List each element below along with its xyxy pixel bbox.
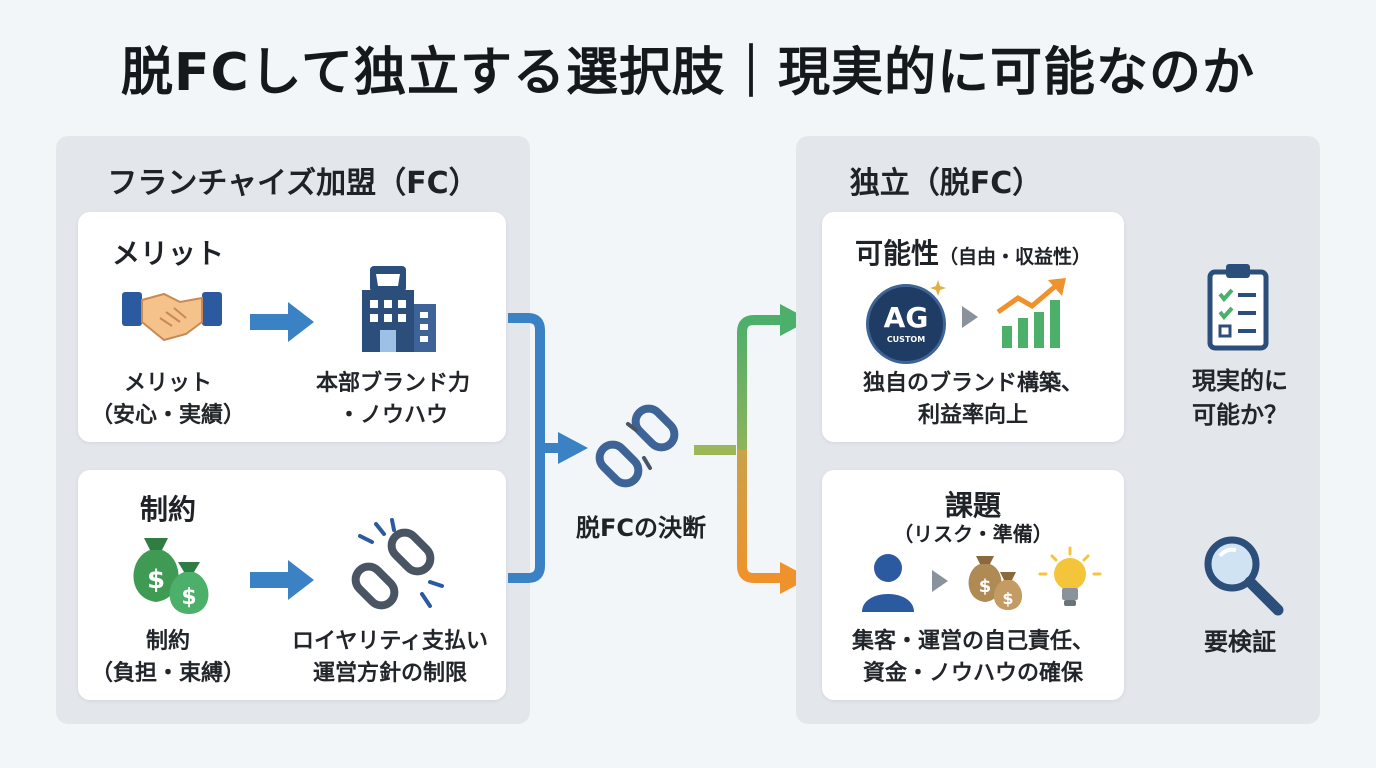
merit-label: メリット （安心・実績） (78, 368, 258, 432)
brand-power-label: 本部ブランド力 ・ノウハウ (288, 368, 498, 432)
challenge-label: 集客・運営の自己責任、 資金・ノウハウの確保 (822, 626, 1124, 690)
person-icon (862, 554, 914, 612)
svg-text:$: $ (147, 565, 165, 595)
fc-panel-title: フランチャイズ加盟（FC） (107, 166, 479, 201)
possibility-label: 独自のブランド構築、 利益率向上 (822, 368, 1124, 432)
royalty-line1: ロイヤリティ支払い (291, 629, 489, 654)
merit-label-line2: （安心・実績） (90, 403, 245, 428)
challenge-subtitle: （リスク・準備） (893, 522, 1053, 546)
challenge-title: 課題 (944, 489, 1001, 522)
clipboard-checklist-icon (1207, 264, 1269, 351)
possibility-title: 可能性（自由・収益性） (822, 232, 1124, 272)
svg-text:$: $ (1002, 589, 1013, 608)
merit-card-title: メリット (112, 237, 225, 270)
possibility-line1: 独自のブランド構築、 (862, 371, 1083, 396)
possibility-line2: 利益率向上 (917, 403, 1028, 428)
brand-power-line2: ・ノウハウ (337, 403, 448, 428)
arrow-right-icon (250, 560, 314, 600)
constraint-label: 制約 （負担・束縛） (78, 626, 258, 690)
money-bags-icon: $ $ (968, 556, 1023, 610)
money-bags-icon: $ $ (133, 538, 209, 614)
feasibility-line2: 可能か？ (1192, 401, 1288, 429)
logo-subtext: CUSTOM (886, 335, 926, 344)
decision-label: 脱FCの決断 (575, 514, 706, 542)
lightbulb-icon (1038, 546, 1102, 606)
independent-panel-title: 独立（脱FC） (849, 166, 1043, 201)
arrow-right-icon (250, 302, 314, 342)
challenge-line1: 集客・運営の自己責任、 (851, 629, 1094, 654)
broken-chain-icon (351, 518, 444, 610)
svg-text:$: $ (181, 585, 196, 610)
page-title: 脱FCして独立する選択肢｜現実的に可能なのか (120, 43, 1256, 103)
feasibility-line1: 現実的に (1192, 367, 1288, 395)
handshake-icon (122, 292, 222, 342)
svg-text:$: $ (979, 576, 992, 597)
possibility-title-main: 可能性 (854, 237, 939, 270)
constraint-label-line2: （負担・束縛） (90, 661, 245, 686)
royalty-label: ロイヤリティ支払い 運営方針の制限 (276, 626, 504, 690)
magnifying-glass-icon (1204, 536, 1284, 616)
brand-power-line1: 本部ブランド力 (315, 371, 470, 396)
challenge-line2: 資金・ノウハウの確保 (862, 661, 1083, 686)
headquarters-building-icon (362, 266, 436, 352)
triangle-right-icon (932, 570, 948, 592)
possibility-title-sub: （自由・収益性） (939, 246, 1092, 268)
ag-custom-logo: AG CUSTOM (866, 284, 946, 364)
constraint-label-line1: 制約 (145, 629, 190, 654)
growth-chart-icon (996, 278, 1066, 348)
merit-label-line1: メリット (123, 371, 212, 396)
broken-chain-icon (595, 404, 679, 488)
logo-text: AG (883, 301, 929, 334)
verification-label: 要検証 (1204, 628, 1276, 656)
feasibility-label: 現実的に 可能か？ (1170, 364, 1310, 432)
triangle-right-icon (962, 306, 978, 328)
sparkle-icon (930, 280, 946, 296)
constraint-card-title: 制約 (140, 493, 197, 526)
royalty-line2: 運営方針の制限 (312, 661, 467, 686)
